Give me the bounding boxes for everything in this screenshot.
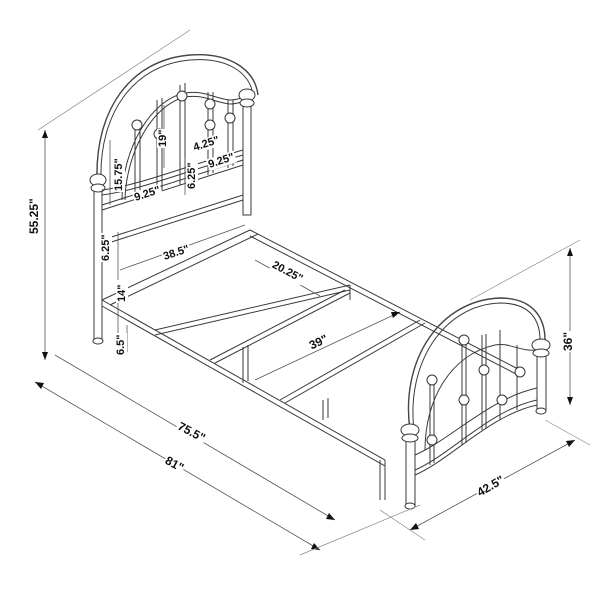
dim-rail-height: 14"	[116, 283, 128, 303]
dim-arch-height: 19"	[157, 128, 169, 148]
dim-footboard-height: 36"	[561, 330, 575, 352]
frame-rails	[101, 229, 521, 500]
dim-overall-height: 55.25"	[27, 197, 41, 235]
dim-middle-rail-height: 6.25"	[186, 161, 198, 190]
dim-bottom-gap: 6.25"	[100, 233, 112, 262]
dimension-lines	[34, 29, 591, 556]
dim-floor-clearance: 6.5"	[115, 333, 127, 356]
dim-panel-height: 15.75"	[113, 157, 125, 192]
footboard	[400, 297, 551, 510]
